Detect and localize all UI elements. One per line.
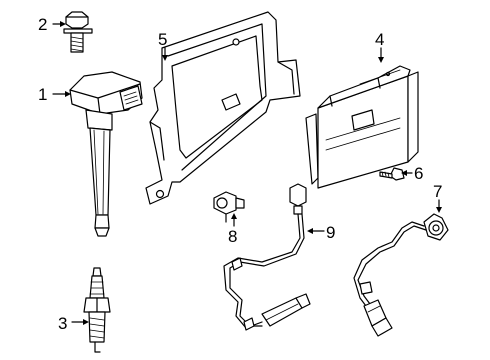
sensor-part (213, 191, 245, 223)
knock-sensor-part (353, 213, 449, 337)
callout-1: 1 (38, 85, 47, 104)
ignition-coil-part (69, 71, 143, 237)
callout-3: 3 (58, 314, 67, 333)
bracket-part (145, 11, 301, 205)
leader-lines (52, 21, 442, 325)
callout-7: 7 (433, 182, 442, 201)
callout-8: 8 (228, 227, 237, 246)
callout-9: 9 (326, 223, 335, 242)
sensor-harness-part (223, 183, 311, 331)
callout-4: 4 (375, 30, 384, 49)
bolt-part (63, 11, 93, 53)
small-bolt-part (379, 167, 405, 181)
callout-2: 2 (38, 15, 47, 34)
callout-6: 6 (414, 164, 423, 183)
callout-5: 5 (158, 30, 167, 49)
spark-plug-part (83, 267, 111, 353)
ecu-module-part (305, 65, 419, 189)
